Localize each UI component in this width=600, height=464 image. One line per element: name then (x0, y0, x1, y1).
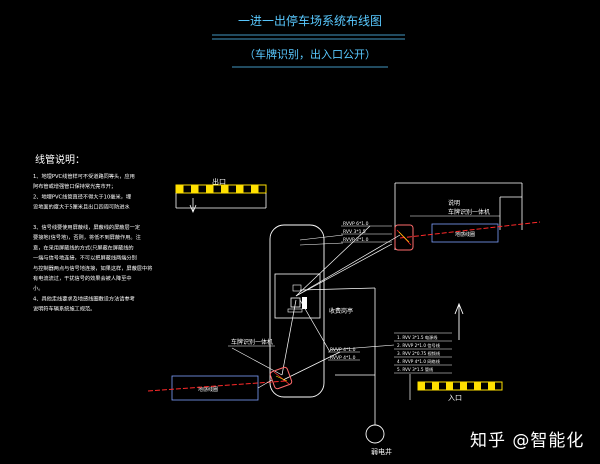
computer-icon (290, 297, 301, 308)
legend-top-2: RVV 3*1.5 (343, 229, 366, 235)
top-loop-label: 地感线圈 (455, 231, 475, 238)
barrier-stripe (221, 185, 229, 193)
manhole: 弱电井 (365, 424, 392, 456)
barrier-stripe (474, 382, 481, 390)
notes-line: 2、地埋PVC线管直径不得大于10毫米，埋 (33, 192, 131, 200)
exit-lane-bottom: 车牌识别一体机 地感线圈 (147, 338, 293, 401)
notes-line: 4、具他走线要求及地感线圈敷设方法请参考 (33, 294, 135, 302)
notes-line: 意，在采用屏蔽线的方式(只屏蔽在屏蔽线的 (33, 243, 134, 251)
cable-routes (231, 225, 401, 425)
exit-arrow-icon (189, 198, 197, 214)
notes-line: 3、信号线要使用屏蔽线，屏蔽线的屏蔽层一定 (33, 223, 140, 231)
entrance-conduit (399, 221, 541, 239)
cable-legend-4: 4. RVVP 4*1.0 网络线 (397, 358, 441, 365)
exit-barrier-gate: 出口 (175, 177, 267, 214)
exit-label: 出口 (212, 177, 226, 186)
notes-line: 小。 (33, 284, 43, 292)
booth-inner-room (274, 273, 321, 319)
barrier-stripe (176, 185, 184, 193)
cable-legend-top: RVVP 6*1.0 RVV 3*1.5 RVVP 2*1.0 RVVP 4*1… (328, 221, 392, 361)
server-icon (302, 297, 307, 309)
barrier-stripe (191, 185, 199, 193)
entrance-area-top: 说明 车牌识别一体机 地感线圈 (394, 182, 541, 251)
notes-line: 设地面的度大于5厘米且出口四周可防进水 (33, 203, 130, 211)
barrier-stripe (236, 185, 244, 193)
barrier-stripe (488, 382, 495, 390)
watermark: 知乎 @智能化 (470, 431, 585, 451)
cable-legend-1: 1. RVV 3*1.5 电源线 (397, 334, 438, 341)
top-detection-loop (431, 223, 499, 243)
cable-legend-2: 2. RVVP 2*1.0 信号线 (397, 342, 441, 349)
diagram-subtitle: （车牌识别，出入口公开） (244, 47, 376, 61)
cable-legend-3: 3. RVV 2*0.75 视频线 (397, 350, 441, 357)
notes-block: 线管说明： 1、地埋PVC线管样可不受道路同等头，应用 阿布管或增强管口保持常光… (33, 153, 152, 313)
legend-top-1: RVVP 6*1.0 (343, 221, 369, 227)
title-block: 一进一出停车场系统布线图 （车牌识别，出入口公开） (212, 13, 405, 68)
cable-legend-right: 1. RVV 3*1.5 电源线 2. RVVP 2*1.0 信号线 3. RV… (394, 332, 452, 374)
cable-legend-5: 5. RVV 3*1.5 管线 (397, 366, 434, 373)
barrier-stripe (446, 382, 453, 390)
barrier-stripe (251, 185, 259, 193)
notes-line: 与控制器两点与信号地连接，如果这样，屏蔽层中将 (33, 264, 152, 272)
notes-line: 要接地(信号地)，否则，将低不到屏蔽作用。注 (33, 233, 141, 241)
booth-outline (269, 224, 325, 398)
barrier-stripe (432, 382, 439, 390)
guard-booth-label: 收费岗亭 (329, 307, 353, 315)
exit-conduit (147, 380, 286, 392)
diagram-title: 一进一出停车场系统布线图 (238, 13, 382, 28)
legend-mid-1: RVVP 4*1.0 (330, 347, 356, 353)
notes-line: 有电流流过，干扰信号的效果会被人降至中 (33, 274, 132, 282)
entrance-label: 入口 (448, 394, 462, 402)
notes-line: 说明符车辆系统施工规范。 (33, 305, 95, 313)
exit-camera-unit (269, 366, 293, 390)
notes-line: 阿布管或增强管口保持常光亮市开； (33, 182, 116, 190)
entrance-camera-unit (394, 224, 414, 251)
plate-camera-top-label: 车牌识别一体机 (448, 208, 490, 216)
camera-note-label: 说明 (448, 199, 460, 207)
manhole-label: 弱电井 (371, 447, 392, 456)
barrier-stripe (460, 382, 467, 390)
manhole-circle (365, 424, 385, 444)
guard-booth: 收费岗亭 (269, 224, 353, 398)
notes-heading: 线管说明： (35, 153, 85, 166)
barrier-stripe (206, 185, 214, 193)
plate-camera-bottom-label: 车牌识别一体机 (231, 338, 273, 346)
notes-line: 一端与信号地连接，不可以把屏蔽线两端分别 (33, 254, 137, 262)
notes-line: 1、地埋PVC线管样可不受道路同等头，应用 (33, 172, 135, 180)
entrance-arrow-icon (454, 302, 464, 340)
entrance-barrier-gate: 入口 (409, 374, 503, 402)
legend-top-3: RVVP 2*1.0 (343, 237, 369, 243)
notes-lines: 1、地埋PVC线管样可不受道路同等头，应用 阿布管或增强管口保持常光亮市开； 2、… (33, 172, 152, 313)
bottom-loop-label: 地感线圈 (198, 386, 218, 393)
legend-mid-2: RVVP 4*1.0 (330, 355, 356, 361)
barrier-stripe (418, 382, 425, 390)
